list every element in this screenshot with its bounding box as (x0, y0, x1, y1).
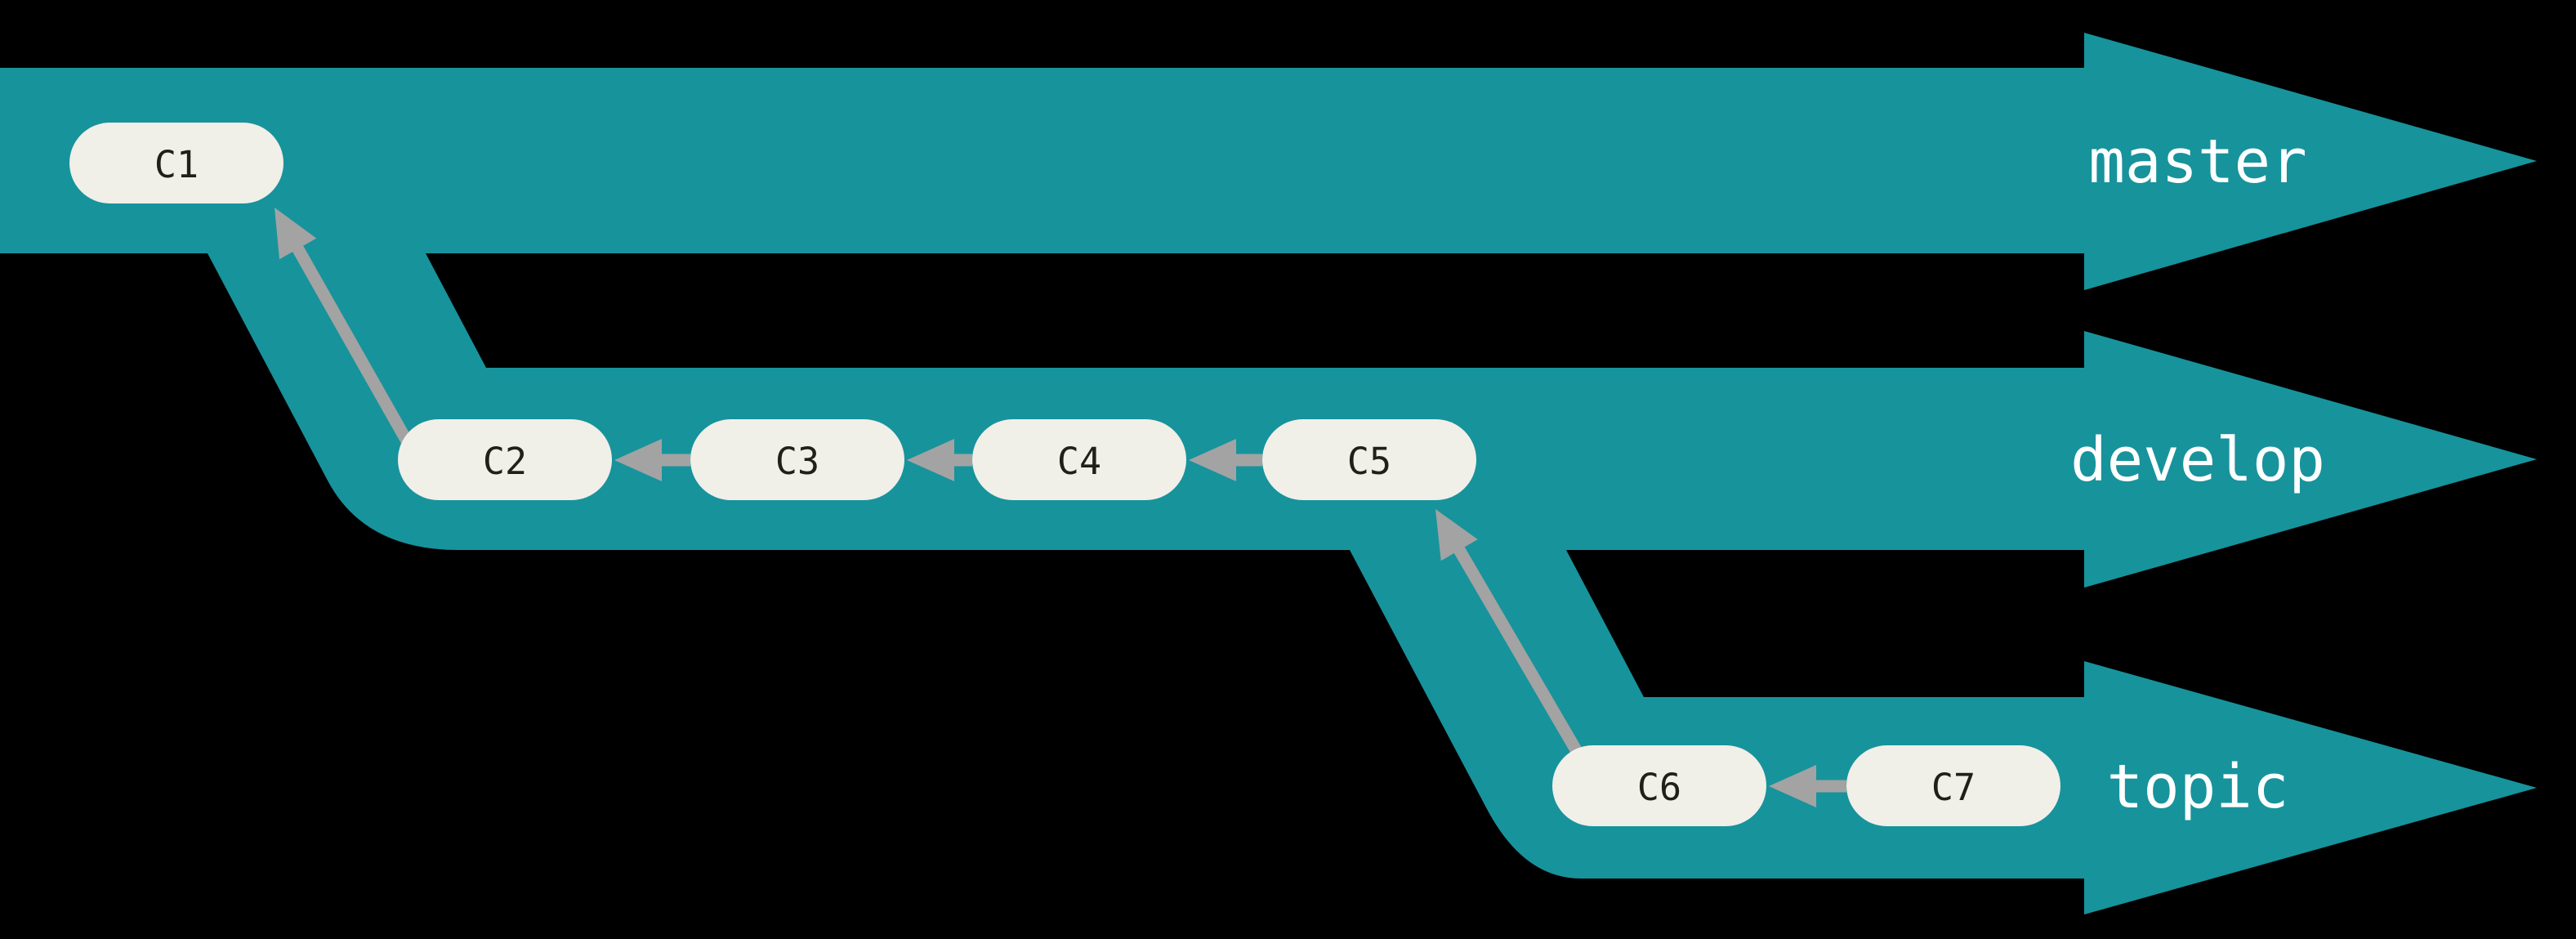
parent-arrow-c5-to-c4 (1189, 439, 1262, 481)
commit-node-c5: C5 (1262, 419, 1476, 500)
branch-label-develop: develop (2070, 425, 2325, 495)
commit-label: C5 (1347, 440, 1391, 483)
commit-node-c3: C3 (690, 419, 904, 500)
commit-capsule (1552, 745, 1766, 826)
parent-arrow-c3-to-c2 (614, 439, 690, 481)
commit-node-c4: C4 (972, 419, 1186, 500)
branch-label-topic: topic (2107, 752, 2289, 822)
commit-capsule (690, 419, 904, 500)
commit-label: C2 (483, 440, 527, 483)
commit-label: C6 (1637, 766, 1681, 809)
arrowhead-icon (1189, 439, 1236, 481)
commit-capsule (972, 419, 1186, 500)
commit-label: C3 (775, 440, 819, 483)
commit-node-c2: C2 (398, 419, 612, 500)
commit-label: C1 (154, 143, 199, 186)
branch-band-master (0, 33, 2537, 290)
arrowhead-icon (614, 439, 662, 481)
commit-label: C7 (1931, 766, 1976, 809)
commit-node-c7: C7 (1846, 745, 2060, 826)
arrowhead-icon (1769, 765, 1816, 807)
parent-arrow-c4-to-c3 (907, 439, 972, 481)
branch-band-topic (1350, 550, 2537, 914)
arrowhead-icon (275, 208, 317, 260)
arrowhead-icon (1435, 509, 1478, 561)
parent-arrow-c6-to-c5 (1435, 509, 1587, 762)
parent-arrow-c7-to-c6 (1769, 765, 1846, 807)
commit-label: C4 (1057, 440, 1101, 483)
commit-capsule (1846, 745, 2060, 826)
commit-capsule (69, 123, 283, 203)
commit-node-c1: C1 (69, 123, 283, 203)
branch-label-master: master (2088, 127, 2306, 197)
commit-node-c6: C6 (1552, 745, 1766, 826)
commit-capsule (398, 419, 612, 500)
commit-capsule (1262, 419, 1476, 500)
arrow-shaft (1452, 543, 1587, 762)
arrowhead-icon (907, 439, 954, 481)
